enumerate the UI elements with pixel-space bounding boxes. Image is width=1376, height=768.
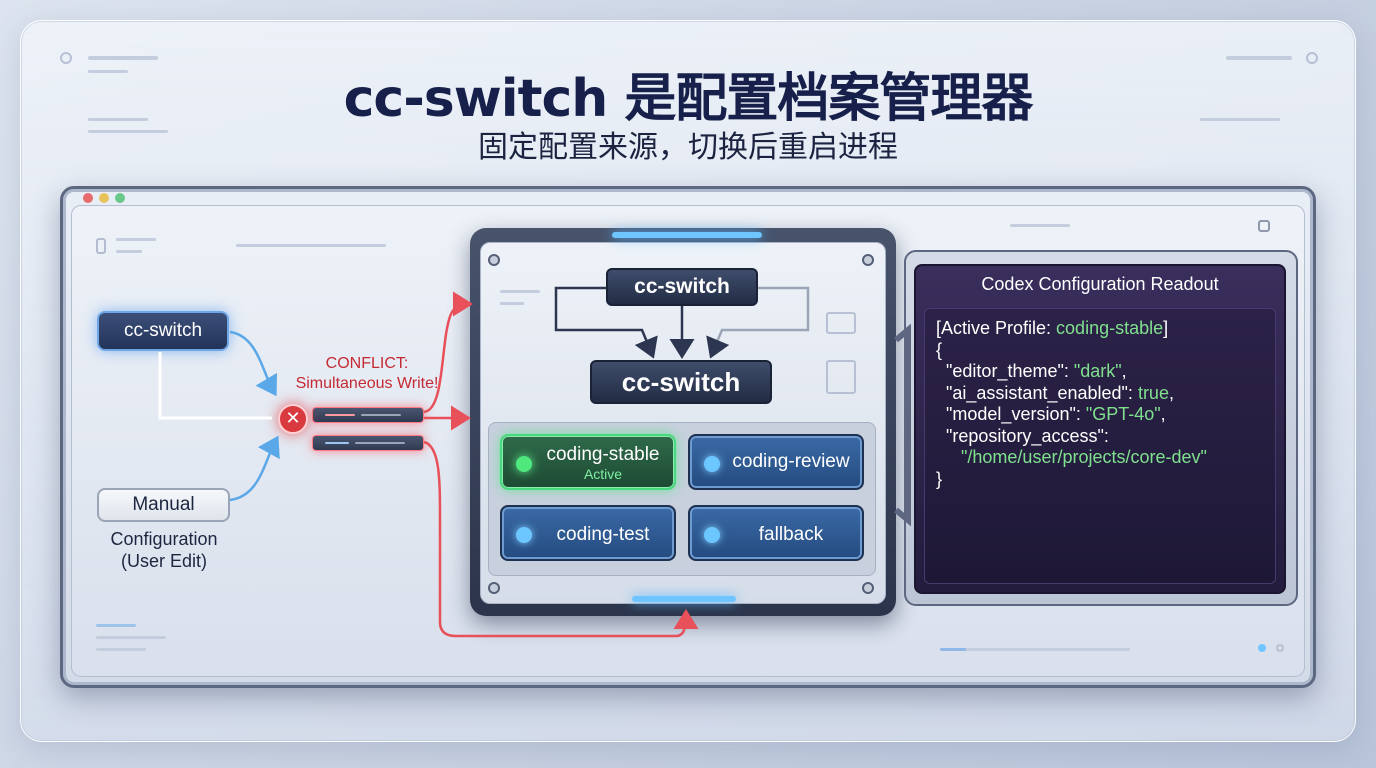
deco-line (826, 312, 856, 334)
profile-status: Active (583, 466, 623, 482)
code-close-brace: } (936, 468, 943, 489)
screw-icon (862, 254, 874, 266)
deco-dot (60, 52, 72, 64)
deco-line (88, 70, 128, 73)
panel-top-glow (612, 232, 762, 238)
deco-line (826, 360, 856, 394)
deco-line (88, 56, 158, 60)
window-minimize-dot[interactable] (99, 193, 109, 203)
deco-line (1010, 224, 1070, 227)
deco-dot (1258, 644, 1266, 652)
profile-coding-test[interactable]: coding-test (500, 505, 676, 561)
code-line: "model_version": "GPT-4o", (946, 404, 1166, 424)
deco-line (96, 636, 166, 639)
config-code: [Active Profile: coding-stable]{ "editor… (936, 318, 1272, 490)
deco-line (236, 244, 386, 247)
conflict-write-bar (312, 407, 424, 423)
deco-dot (1306, 52, 1318, 64)
code-open-brace: { (936, 339, 943, 360)
deco-line (96, 238, 106, 254)
deco-line (1226, 56, 1292, 60)
conflict-write-bar (312, 435, 424, 451)
deco-line (1258, 220, 1270, 232)
deco-line (1200, 118, 1280, 121)
code-line: "ai_assistant_enabled": true, (946, 382, 1174, 403)
code-line: "/home/user/projects/core-dev" (961, 447, 1207, 467)
deco-line (96, 648, 146, 651)
profile-indicator-icon (704, 456, 720, 472)
manual-config-node[interactable]: Manual (97, 488, 230, 522)
profile-coding-review[interactable]: coding-review (688, 434, 864, 490)
deco-line (940, 648, 1130, 651)
profile-fallback[interactable]: fallback (688, 505, 864, 561)
panel-bottom-glow (632, 596, 736, 602)
deco-line (500, 302, 524, 305)
deco-line (116, 238, 156, 241)
deco-line (500, 290, 540, 293)
manual-config-caption: Configuration (User Edit) (110, 529, 218, 571)
deco-line (940, 648, 966, 651)
page-title: cc-switch 是配置档案管理器 (343, 69, 1034, 129)
code-line: "repository_access": (946, 425, 1109, 446)
conflict-label: CONFLICT: Simultaneous Write! (295, 355, 439, 392)
code-line: "editor_theme": "dark", (946, 361, 1127, 381)
conflict-error-icon: ✕ (278, 404, 308, 434)
screw-icon (862, 582, 874, 594)
readout-title: Codex Configuration Readout (981, 274, 1219, 294)
cc-switch-writer-node[interactable]: cc-switch (97, 311, 229, 351)
deco-line (88, 130, 168, 133)
profile-name: coding-stable (546, 444, 660, 465)
readout-code-box (924, 308, 1276, 584)
cc-switch-source-node[interactable]: cc-switch (606, 268, 758, 306)
screw-icon (488, 254, 500, 266)
window-maximize-dot[interactable] (115, 193, 125, 203)
profile-name: coding-test (556, 524, 650, 545)
profile-indicator-icon (704, 527, 720, 543)
deco-line (88, 118, 148, 121)
active-profile-line: [Active Profile: coding-stable] (936, 318, 1169, 338)
profile-indicator-icon (516, 527, 532, 543)
window-close-dot[interactable] (83, 193, 93, 203)
profile-name: coding-review (732, 451, 850, 472)
profile-coding-stable[interactable]: coding-stable Active (500, 434, 676, 490)
screw-icon (488, 582, 500, 594)
cc-switch-main-node[interactable]: cc-switch (590, 360, 772, 404)
deco-dot (1276, 644, 1284, 652)
deco-line (96, 624, 136, 627)
profile-name: fallback (758, 524, 824, 545)
deco-line (116, 250, 142, 253)
active-indicator-icon (516, 456, 532, 472)
page-subtitle: 固定配置来源，切换后重启进程 (478, 130, 898, 165)
